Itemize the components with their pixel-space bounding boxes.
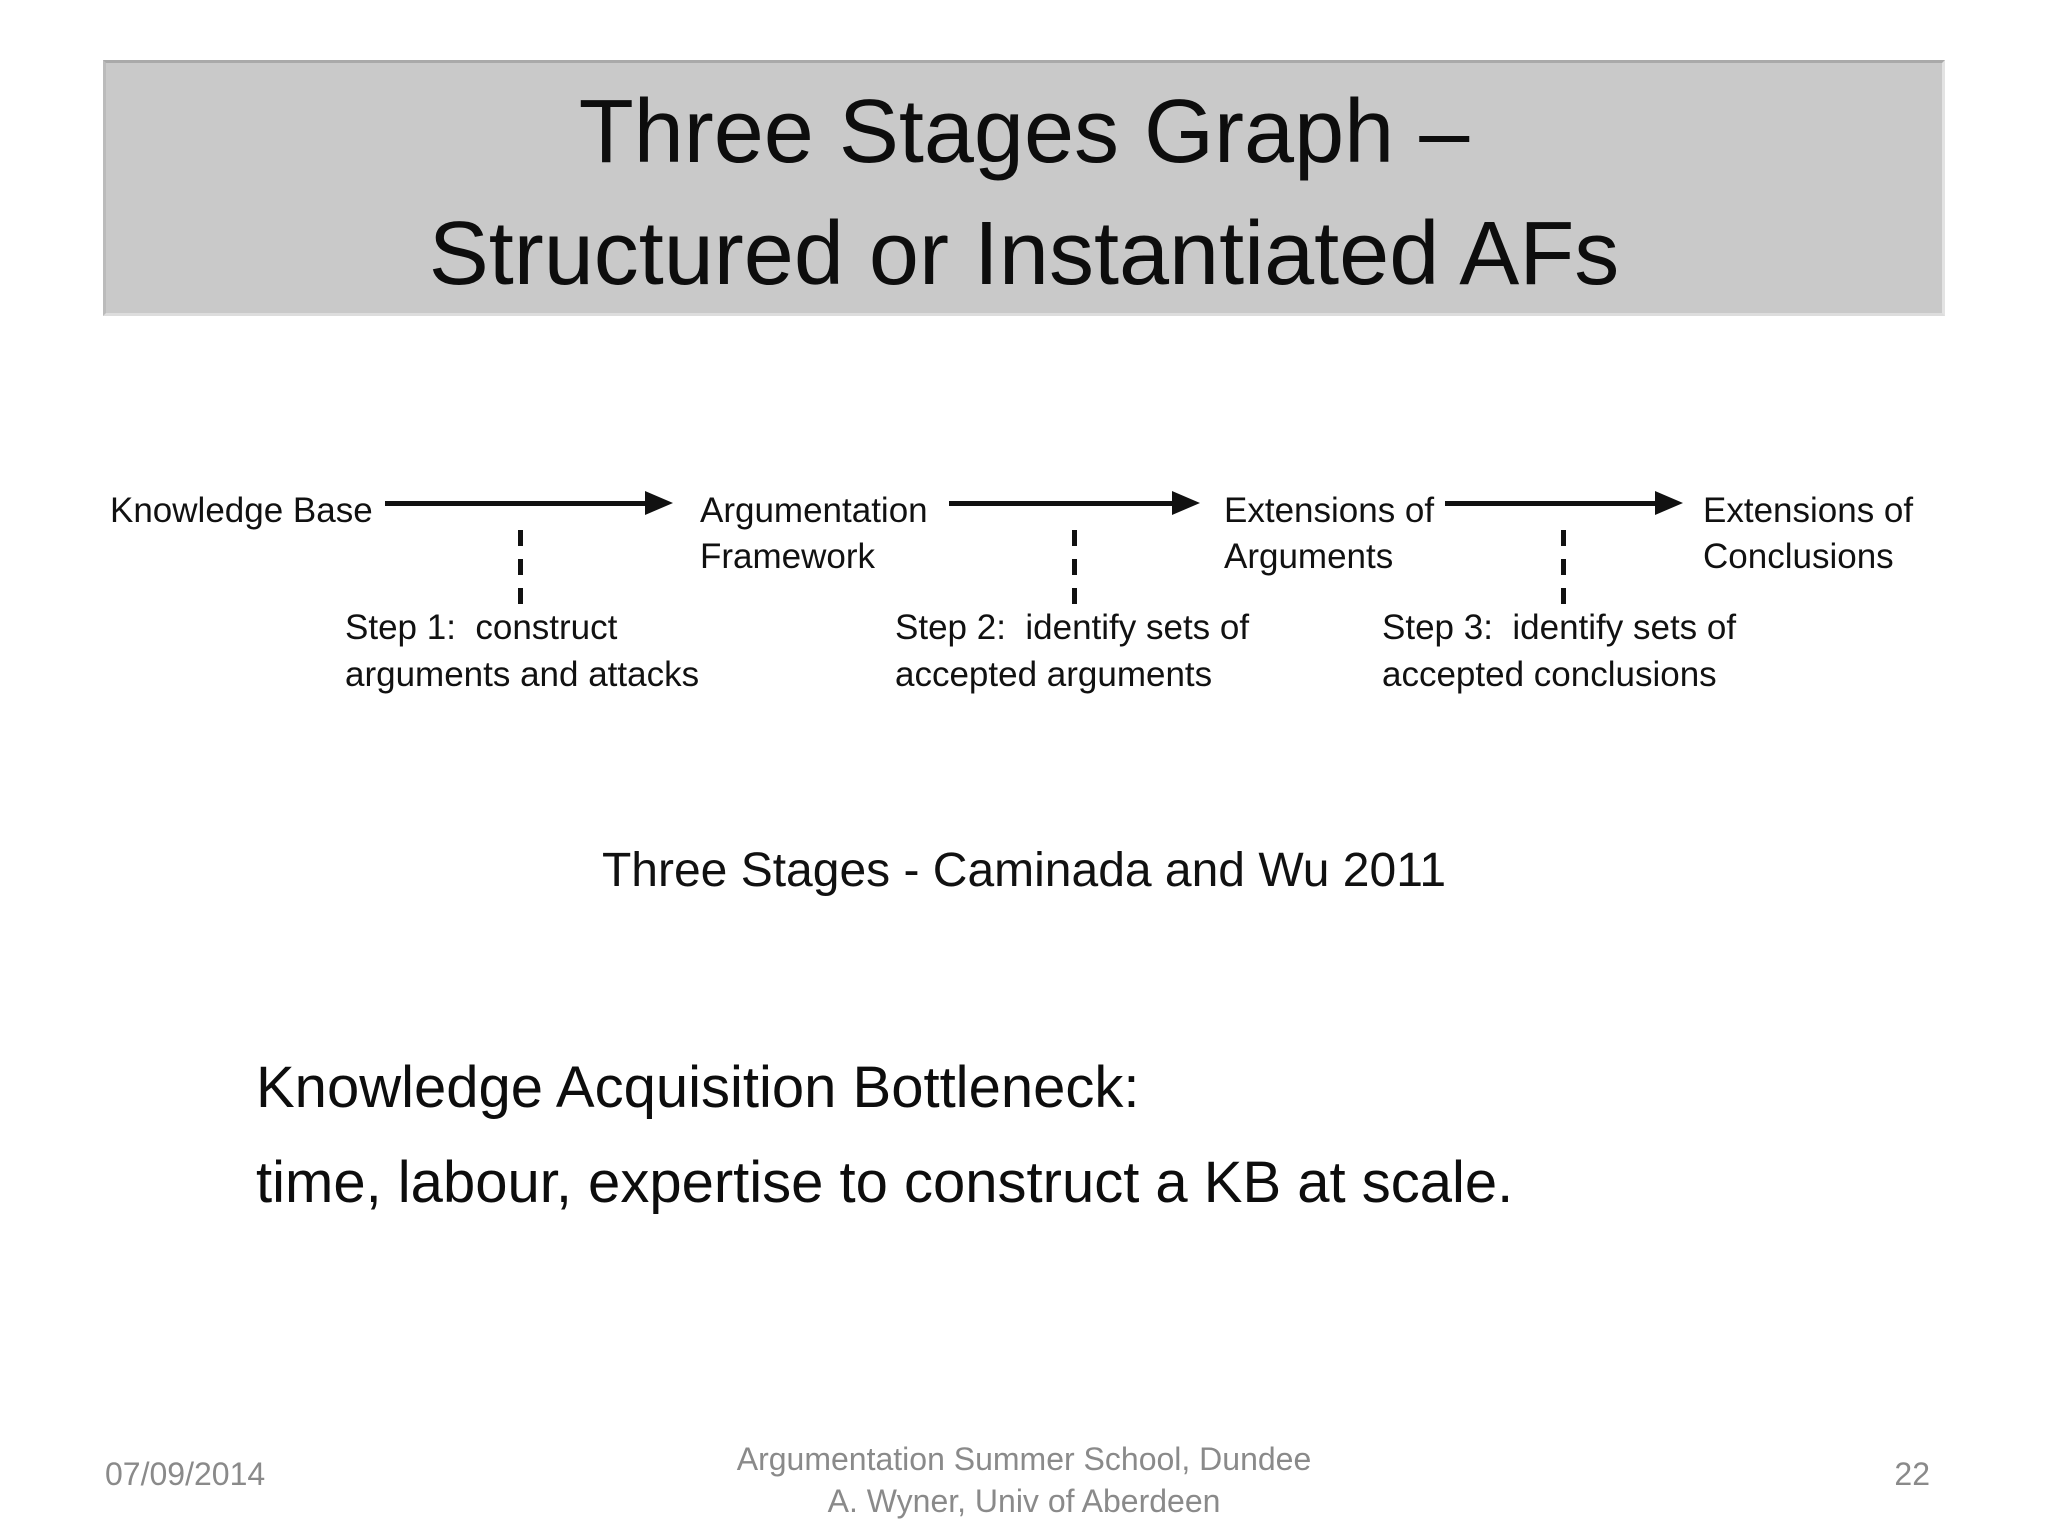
diagram-step-3-label: Step 3: identify sets of accepted conclu… — [1382, 608, 1737, 694]
diagram-node-extensions-of-arguments: Extensions of Arguments — [1224, 491, 1435, 576]
diagram-caption: Three Stages - Caminada and Wu 2011 — [601, 844, 1447, 897]
diagram-node-argumentation-framework: Argumentation Framework — [700, 491, 928, 576]
body-text: Knowledge Acquisition Bottleneck: time, … — [256, 1040, 1513, 1230]
arrow-ext-arguments-to-ext-conclusions — [1445, 491, 1683, 515]
diagram-node-knowledge-base: Knowledge Base — [110, 491, 373, 530]
diagram-step-2-label: Step 2: identify sets of accepted argume… — [895, 608, 1250, 694]
slide-title-line-2: Structured or Instantiated AFs — [428, 204, 1620, 304]
title-banner: Three Stages Graph – Structured or Insta… — [103, 60, 1945, 316]
diagram-step-1-label: Step 1: construct arguments and attacks — [345, 608, 700, 694]
footer-venue: Argumentation Summer School, Dundee A. W… — [736, 1441, 1312, 1519]
dashed-connector-step2 — [1072, 530, 1077, 605]
arrow-framework-to-ext-arguments — [949, 491, 1200, 515]
dashed-connector-step3 — [1561, 530, 1566, 605]
dashed-connector-step1 — [518, 530, 523, 605]
body-text-line-2: time, labour, expertise to construct a K… — [256, 1150, 1514, 1215]
footer-page-number: 22 — [1894, 1456, 1930, 1492]
arrow-kb-to-framework — [385, 491, 673, 515]
slide-title-line-1: Three Stages Graph – — [578, 82, 1470, 182]
diagram-node-extensions-of-conclusions: Extensions of Conclusions — [1703, 491, 1914, 576]
footer-date: 07/09/2014 — [105, 1456, 266, 1492]
body-text-line-1: Knowledge Acquisition Bottleneck: — [256, 1055, 1140, 1120]
